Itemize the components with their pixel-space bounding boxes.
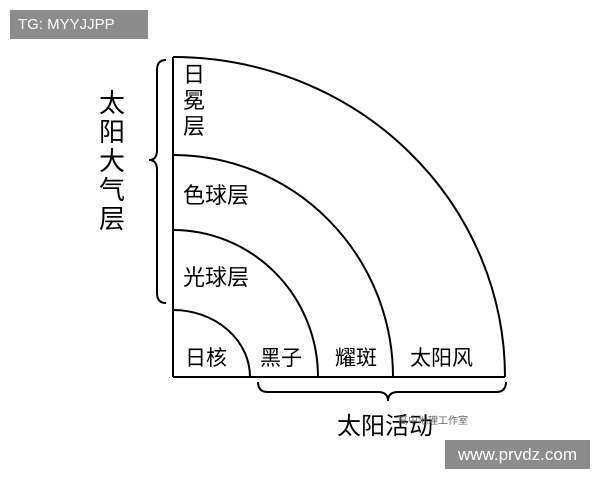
flare-label: 耀斑 bbox=[335, 346, 377, 370]
watermark-badge-bottom-right: www.prvdz.com bbox=[445, 440, 590, 469]
activity-brace bbox=[257, 381, 507, 402]
chromosphere-photosphere-arc bbox=[172, 229, 319, 378]
atmosphere-char-1: 太 bbox=[99, 89, 125, 119]
atmosphere-char-4: 气 bbox=[99, 176, 125, 206]
atmosphere-char-3: 大 bbox=[99, 147, 125, 177]
sunspot-label: 黑子 bbox=[260, 346, 302, 370]
svg-text:日 冕 层: 日 冕 层 bbox=[183, 63, 212, 140]
atmosphere-char-2: 阳 bbox=[99, 118, 125, 148]
atmosphere-brace bbox=[148, 59, 167, 304]
solar-wind-label: 太阳风 bbox=[410, 346, 473, 370]
atmosphere-char-5: 层 bbox=[99, 205, 125, 235]
corona-chromosphere-arc bbox=[172, 154, 394, 378]
watermark-text: 高中地理工作室 bbox=[398, 414, 468, 427]
core-boundary-arc bbox=[172, 309, 251, 378]
corona-char-3: 层 bbox=[183, 115, 205, 140]
photosphere-label: 光球层 bbox=[183, 266, 249, 291]
core-label: 日核 bbox=[185, 346, 227, 370]
corona-char-1: 日 bbox=[183, 63, 205, 88]
svg-text:太 阳 大 气 层: 太 阳 大 气 层 bbox=[99, 89, 133, 235]
activity-label: 太阳活动 bbox=[337, 412, 433, 440]
watermark-badge-top-left: TG: MYYJJPP bbox=[10, 10, 148, 39]
corona-char-2: 冕 bbox=[183, 89, 205, 114]
outer-boundary-arc bbox=[172, 56, 506, 378]
chromosphere-label: 色球层 bbox=[183, 184, 249, 209]
